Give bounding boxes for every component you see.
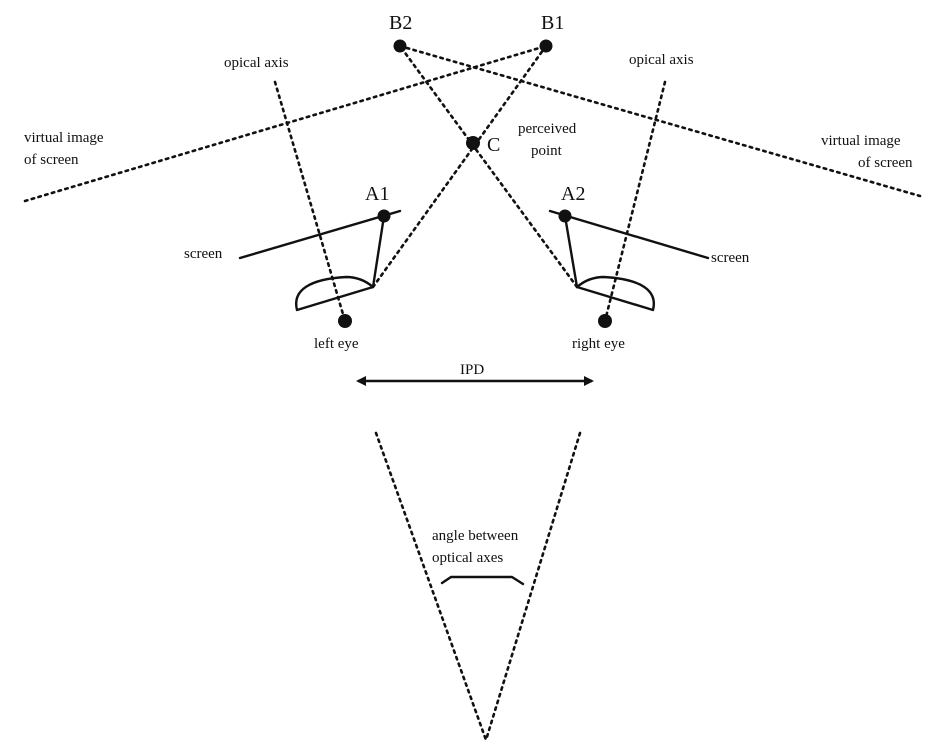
label-virtual-image-right-2: of screen [858,155,913,171]
point-a1 [377,209,391,223]
virtual-image-line-left [23,44,548,203]
lens-right [575,275,656,312]
label-perceived-2: point [531,143,563,159]
left-eye-point [338,314,352,328]
label-left-eye: left eye [314,336,359,352]
point-a2 [558,209,572,223]
point-b2 [393,39,407,53]
angle-brace [440,575,525,586]
label-angle-2: optical axes [432,550,503,566]
angle-ray-right [484,431,582,742]
virtual-image-line-right [398,44,922,198]
label-optical-axis-right: opical axis [629,52,694,68]
sight-line-left-to-b1 [371,44,548,289]
label-right-eye: right eye [572,336,625,352]
angle-ray-left [374,431,488,742]
label-a1: A1 [365,183,389,205]
sight-line-right-to-b2 [398,44,579,289]
label-virtual-image-left-1: virtual image [24,130,104,146]
label-a2: A2 [561,183,585,205]
screen-line-left [238,209,402,260]
label-screen-right: screen [711,250,750,266]
label-optical-axis-left: opical axis [224,55,289,71]
point-c [466,136,480,150]
screen-line-right [548,209,710,260]
optical-axis-line-left [273,80,347,323]
screen-ray-left [371,214,386,289]
label-b1: B1 [541,12,564,34]
screen-ray-right [563,214,579,289]
label-perceived-1: perceived [518,121,577,137]
label-virtual-image-left-2: of screen [24,152,79,168]
label-angle-1: angle between [432,528,519,544]
optical-axis-line-right [603,80,667,323]
lens-left [294,275,375,312]
label-screen-left: screen [184,246,223,262]
label-b2: B2 [389,12,412,34]
label-virtual-image-right-1: virtual image [821,133,901,149]
label-c: C [487,134,500,156]
point-b1 [539,39,553,53]
label-ipd: IPD [460,362,484,378]
right-eye-point [598,314,612,328]
